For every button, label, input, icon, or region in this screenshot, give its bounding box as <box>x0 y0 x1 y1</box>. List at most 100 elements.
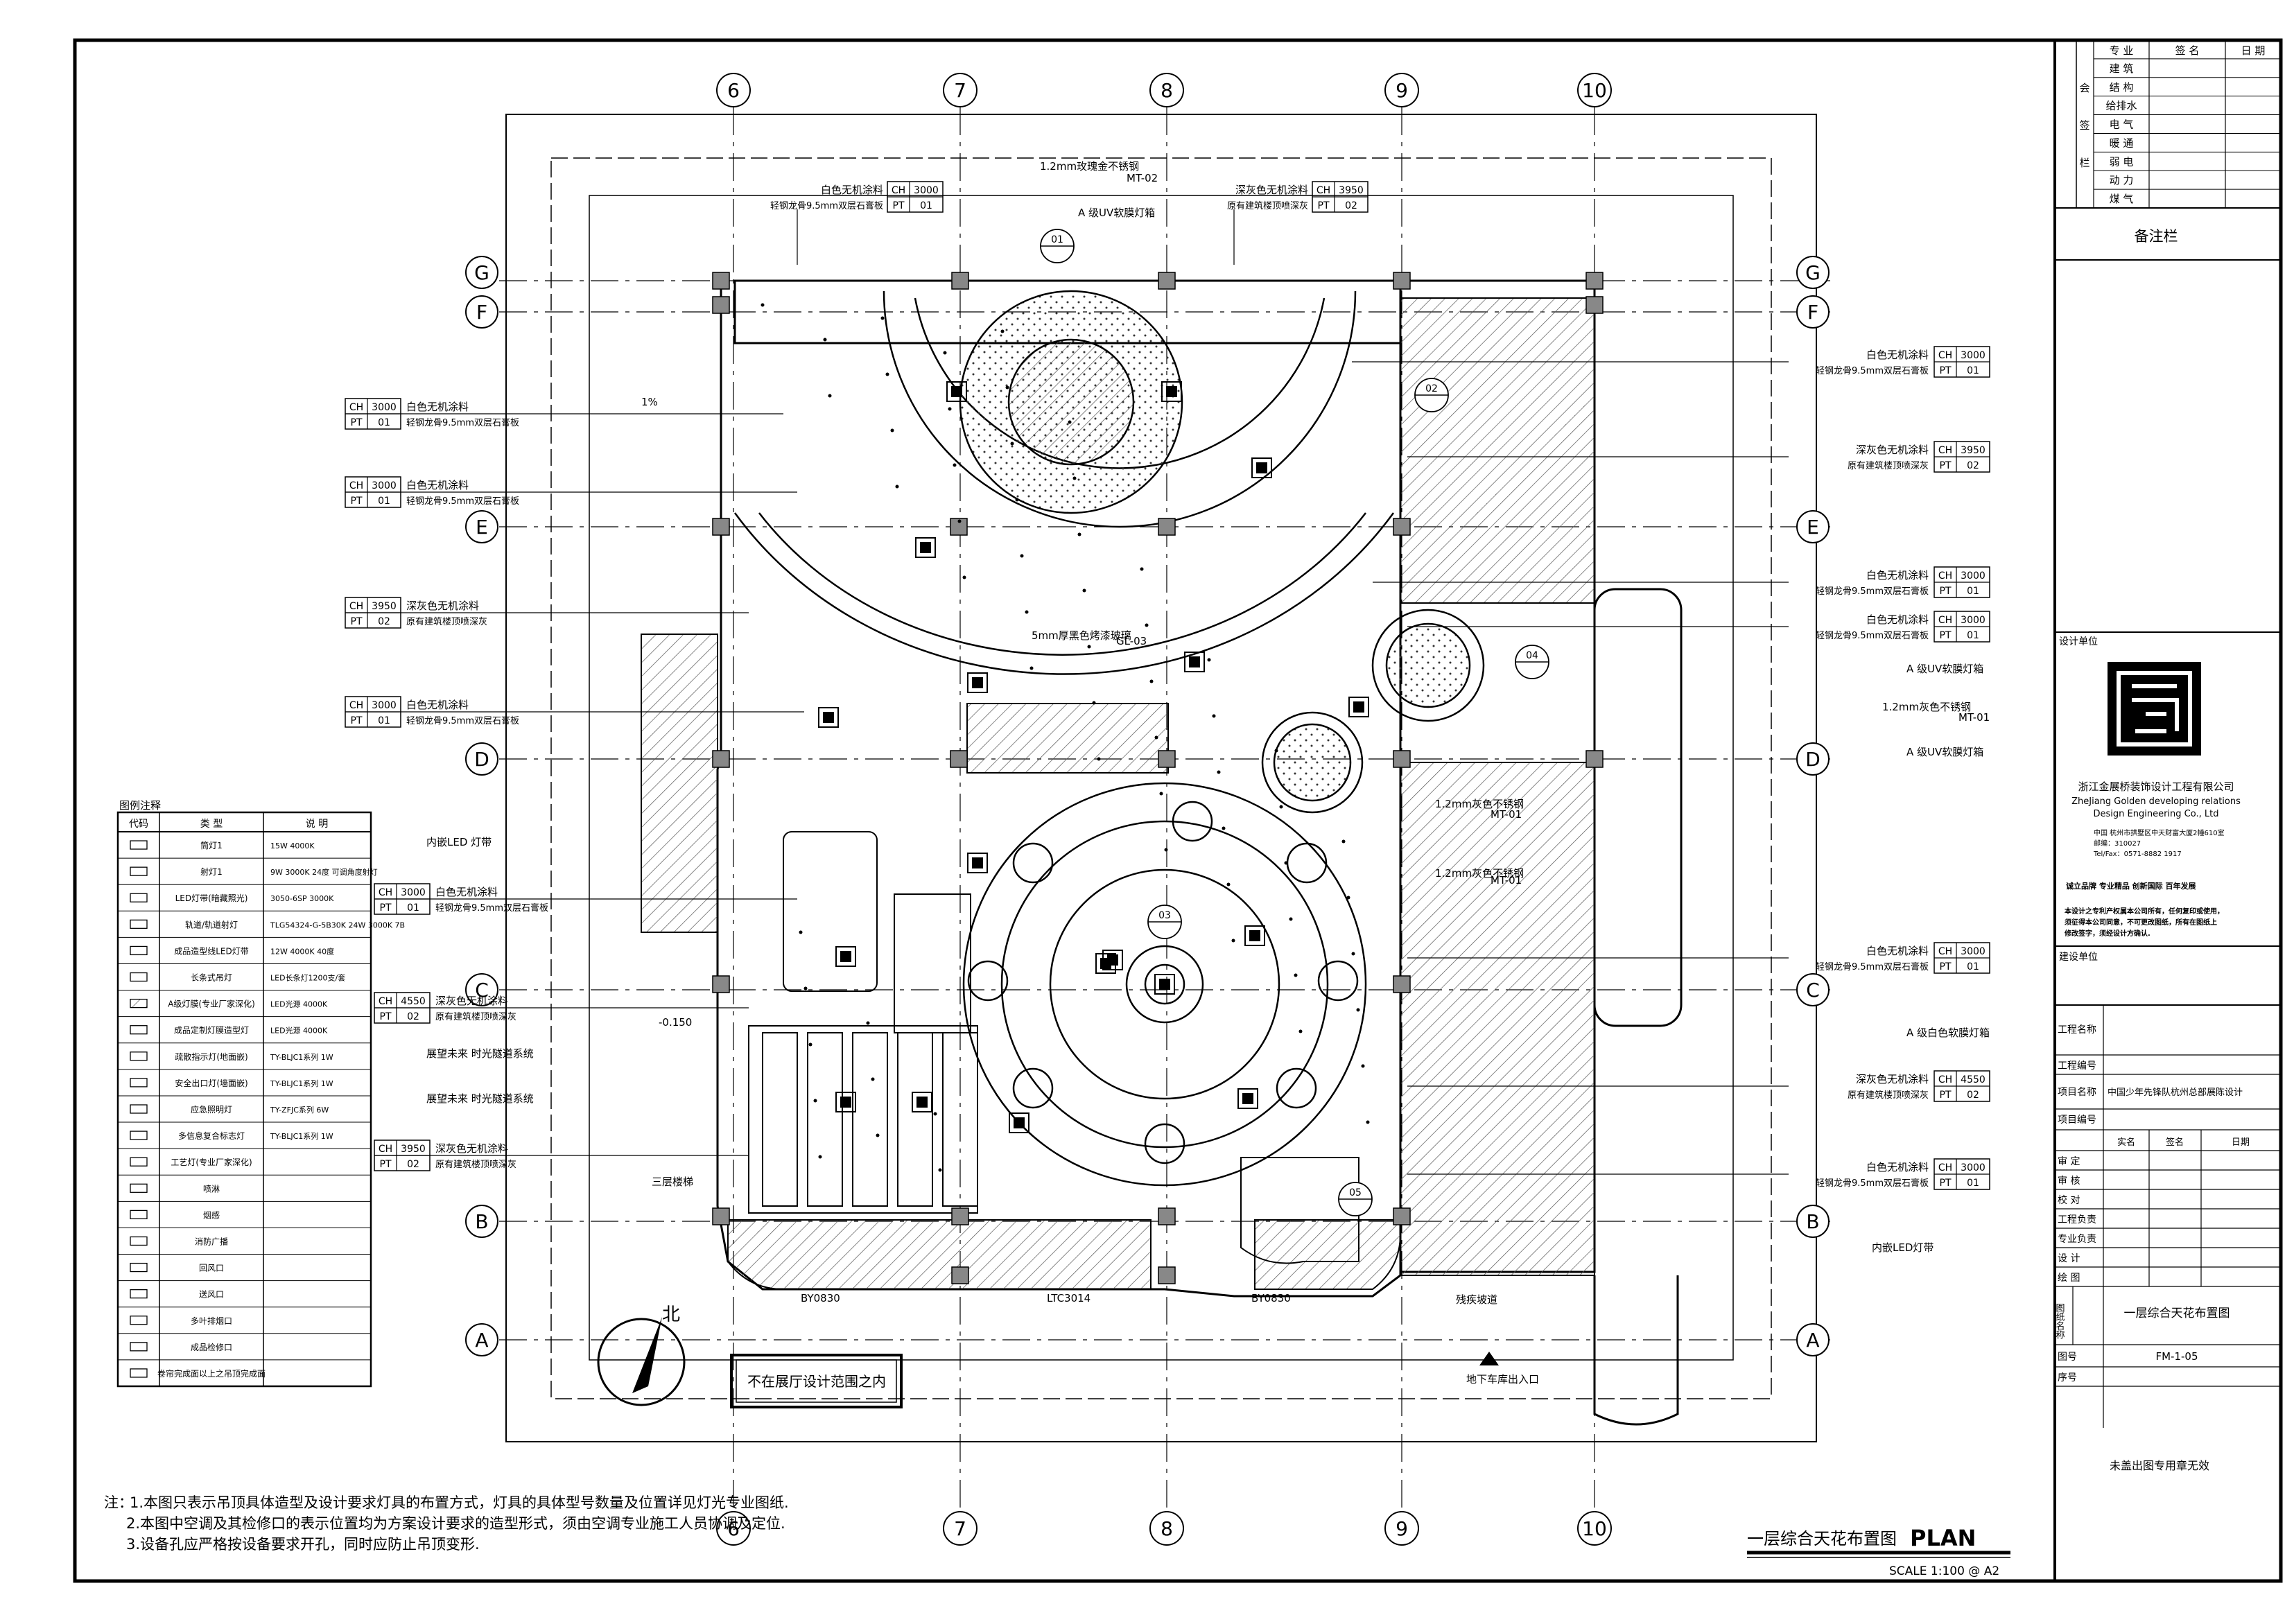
svg-text:01: 01 <box>920 200 932 211</box>
hatched-zones <box>641 297 1595 1290</box>
svg-text:CH: CH <box>1938 1162 1952 1173</box>
svg-text:01: 01 <box>1051 234 1063 245</box>
svg-text:白色无机涂料: 白色无机涂料 <box>1866 349 1929 361</box>
svg-text:PT: PT <box>1318 200 1330 211</box>
svg-text:01: 01 <box>378 417 390 428</box>
sprinkler-icon <box>885 372 889 376</box>
svg-text:工艺灯(专业厂家深化): 工艺灯(专业厂家深化) <box>171 1157 252 1167</box>
column <box>1393 750 1411 768</box>
column <box>1393 272 1411 290</box>
sprinkler-icon <box>1068 420 1072 424</box>
sprinkler-icon <box>948 407 952 411</box>
svg-text:9W 3000K 24度 可调角度射灯: 9W 3000K 24度 可调角度射灯 <box>270 867 378 877</box>
svg-text:02: 02 <box>1967 460 1979 471</box>
svg-text:7: 7 <box>954 1517 966 1540</box>
downlight-icon <box>1244 925 1265 946</box>
svg-text:成品检修口: 成品检修口 <box>191 1342 232 1352</box>
note-slope: 1% <box>641 396 658 408</box>
grid-bubble-row-E: E <box>465 510 498 543</box>
svg-text:PT: PT <box>380 1159 392 1170</box>
svg-text:图纸名称: 图纸名称 <box>2054 1303 2065 1339</box>
column <box>950 750 968 768</box>
downlight-icon <box>1237 1088 1258 1109</box>
svg-text:G: G <box>1805 261 1821 284</box>
svg-text:LED长条灯1200支/套: LED长条灯1200支/套 <box>270 973 345 983</box>
svg-text:3000: 3000 <box>1961 946 1985 957</box>
sprinkler-icon <box>1072 476 1077 480</box>
svg-text:TY-BLJC1系列 1W: TY-BLJC1系列 1W <box>270 1052 333 1062</box>
svg-text:3000: 3000 <box>1961 1162 1985 1173</box>
svg-text:PT: PT <box>1940 630 1952 641</box>
svg-text:F: F <box>476 301 487 324</box>
svg-text:10: 10 <box>1582 1517 1607 1540</box>
north-arrow-icon: 北 <box>597 1304 686 1406</box>
svg-text:原有建筑楼顶喷深灰: 原有建筑楼顶喷深灰 <box>406 616 487 627</box>
note-uv-box-r2: A 级UV软膜灯箱 <box>1906 746 1983 758</box>
svg-text:3950: 3950 <box>401 1144 426 1155</box>
svg-text:03: 03 <box>1158 910 1171 921</box>
note-by-right: BY0830 <box>1251 1292 1291 1304</box>
svg-text:3950: 3950 <box>372 601 397 612</box>
svg-text:安全出口灯(墙面嵌): 安全出口灯(墙面嵌) <box>175 1078 247 1088</box>
svg-text:4550: 4550 <box>1961 1074 1985 1085</box>
legend-symbol-icon <box>130 1342 148 1352</box>
svg-text:CH: CH <box>1317 185 1330 196</box>
sprinkler-icon <box>1149 679 1154 683</box>
svg-text:白色无机涂料: 白色无机涂料 <box>1866 1161 1929 1173</box>
svg-text:PT: PT <box>1940 586 1952 597</box>
svg-text:02: 02 <box>1967 1090 1979 1101</box>
grid-bubble-row-D: D <box>1796 742 1830 776</box>
column <box>1393 975 1411 993</box>
legend-row: 工艺灯(专业厂家深化) <box>118 1157 371 1176</box>
tb-header-discipline: 专 业 <box>2110 44 2134 57</box>
svg-text:4550: 4550 <box>401 996 426 1007</box>
note-ltc: LTC3014 <box>1047 1292 1090 1304</box>
svg-text:多信息复合标志灯: 多信息复合标志灯 <box>178 1130 245 1141</box>
sprinkler-icon <box>1217 770 1221 774</box>
sprinkler-icon <box>1154 735 1158 740</box>
tb-project-no: 工程编号 <box>2058 1060 2096 1072</box>
downlight-icon <box>1154 974 1175 995</box>
svg-text:01: 01 <box>1967 961 1979 972</box>
note-by-left: BY0830 <box>801 1292 840 1304</box>
svg-text:6: 6 <box>727 1517 740 1540</box>
svg-text:LED光源 4000K: LED光源 4000K <box>270 1026 328 1036</box>
svg-text:原有建筑楼顶喷深灰: 原有建筑楼顶喷深灰 <box>435 1011 516 1022</box>
tb-discipline: 给排水 <box>2105 100 2137 112</box>
svg-text:本设计之专利产权属本公司所有，任何复印或使用，: 本设计之专利产权属本公司所有，任何复印或使用， <box>2065 907 2224 916</box>
sprinkler-icon <box>808 1042 813 1047</box>
legend-symbol-icon <box>130 919 148 929</box>
downlight-icon <box>818 707 839 728</box>
tb-company-cn: 浙江金展桥装饰设计工程有限公司 <box>2078 780 2234 793</box>
svg-text:CH: CH <box>349 601 363 612</box>
legend-row: 卷帘完成面以上之吊顶完成面 <box>118 1368 371 1387</box>
sprinkler-icon <box>1361 1064 1365 1068</box>
general-notes: 注： 1.本图只表示吊顶具体造型及设计要求灯具的布置方式，灯具的具体型号数量及位… <box>104 1494 789 1553</box>
svg-text:成品定制灯膜造型灯: 成品定制灯膜造型灯 <box>174 1025 249 1036</box>
svg-text:CH: CH <box>1938 445 1952 456</box>
sprinkler-icon <box>880 316 885 320</box>
svg-text:白色无机涂料: 白色无机涂料 <box>406 479 469 491</box>
svg-text:北: 北 <box>662 1304 680 1325</box>
svg-text:白色无机涂料: 白色无机涂料 <box>1866 569 1929 582</box>
sprinkler-icon <box>1284 861 1288 865</box>
grid-bubble-col-6: 6 <box>716 73 751 107</box>
svg-text:CH: CH <box>379 1144 392 1155</box>
svg-text:轻钢龙骨9.5mm双层石膏板: 轻钢龙骨9.5mm双层石膏板 <box>1816 961 1929 972</box>
svg-text:深灰色无机涂料: 深灰色无机涂料 <box>1856 1073 1929 1085</box>
svg-text:送风口: 送风口 <box>199 1289 224 1300</box>
svg-text:CH: CH <box>1938 350 1952 361</box>
svg-text:3950: 3950 <box>1339 185 1364 196</box>
legend-row: 安全出口灯(墙面嵌)TY-BLJC1系列 1W <box>118 1078 371 1097</box>
column <box>712 1207 730 1225</box>
sprinkler-icon <box>1207 658 1211 662</box>
svg-text:3000: 3000 <box>372 480 397 491</box>
tb-role: 审 核 <box>2058 1176 2080 1187</box>
entrance-arrow-icon <box>1479 1352 1499 1365</box>
